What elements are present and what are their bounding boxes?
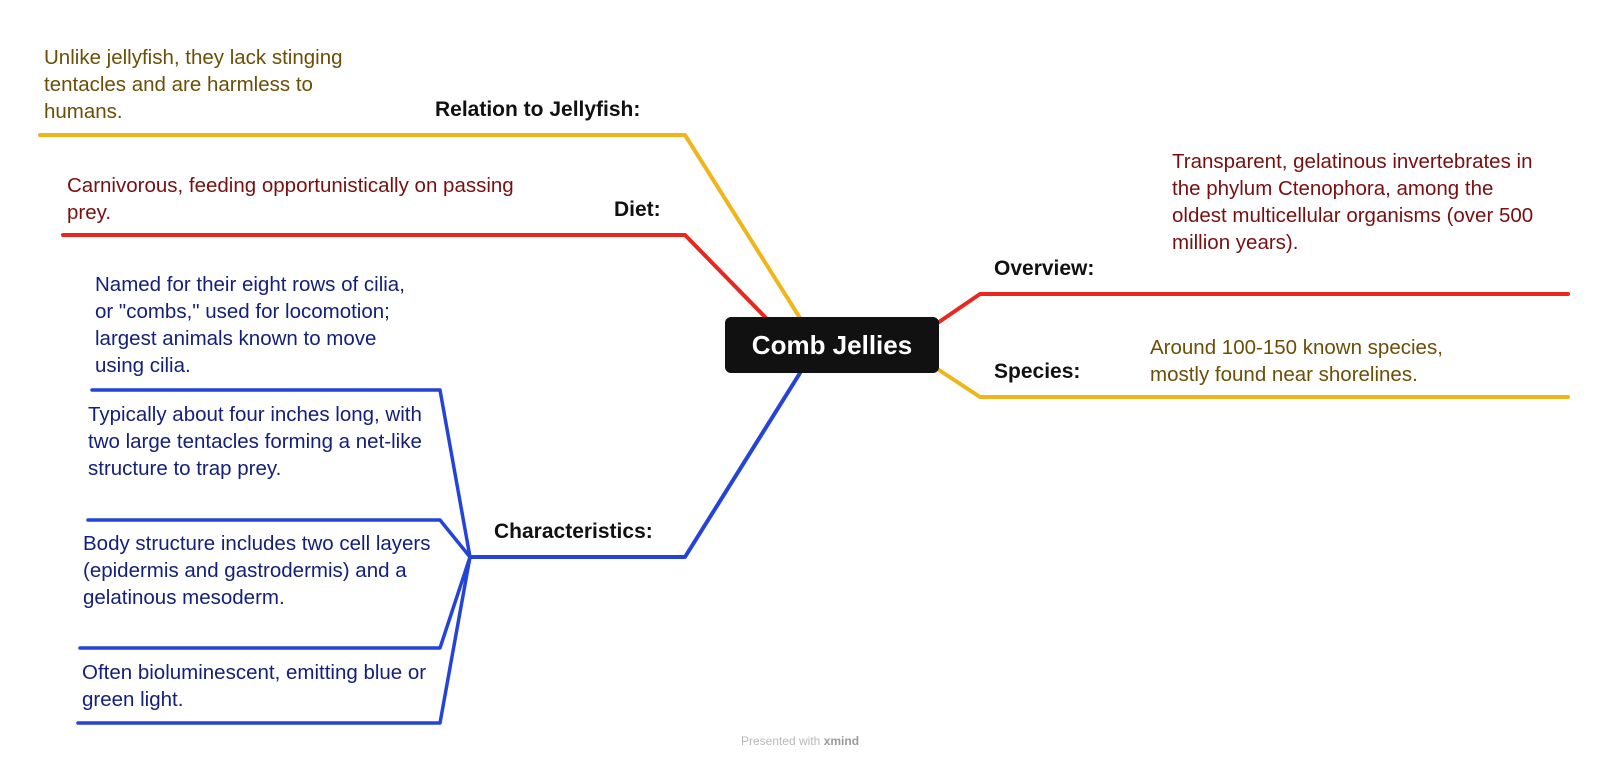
- relation-connector: [38, 133, 802, 320]
- branch-label-characteristics[interactable]: Characteristics:: [494, 520, 653, 543]
- presented-with-footer: Presented with xmind: [0, 734, 1600, 748]
- characteristics-sub-1: [90, 388, 472, 559]
- characteristics-connector: [468, 371, 802, 559]
- characteristics-sub-3: [78, 555, 472, 650]
- topic-characteristics-4[interactable]: Often bioluminescent, emitting blue or g…: [82, 661, 427, 711]
- overview-connector: [937, 292, 1570, 324]
- footer-prefix: Presented with: [740, 734, 821, 748]
- diet-connector: [61, 233, 768, 320]
- branch-label-species[interactable]: Species:: [994, 360, 1081, 383]
- topic-relation[interactable]: Unlike jellyfish, they lack stinging ten…: [44, 46, 343, 123]
- topic-characteristics-2[interactable]: Typically about four inches long, with t…: [88, 403, 422, 480]
- characteristics-sub-4: [76, 555, 472, 725]
- branch-label-diet[interactable]: Diet:: [614, 198, 661, 221]
- branch-label-relation[interactable]: Relation to Jellyfish:: [435, 98, 641, 121]
- topic-characteristics-3[interactable]: Body structure includes two cell layers …: [83, 532, 431, 609]
- xmind-brand: xmind: [823, 734, 860, 748]
- topic-species[interactable]: Around 100-150 known species, mostly fou…: [1150, 336, 1443, 386]
- branch-label-overview[interactable]: Overview:: [994, 257, 1095, 280]
- topic-diet[interactable]: Carnivorous, feeding opportunistically o…: [67, 174, 514, 224]
- species-connector: [937, 368, 1570, 399]
- topic-overview[interactable]: Transparent, gelatinous invertebrates in…: [1172, 150, 1534, 254]
- topic-characteristics-1[interactable]: Named for their eight rows of cilia, or …: [95, 273, 405, 377]
- characteristics-sub-2: [86, 518, 472, 559]
- central-topic[interactable]: Comb Jellies: [725, 317, 939, 373]
